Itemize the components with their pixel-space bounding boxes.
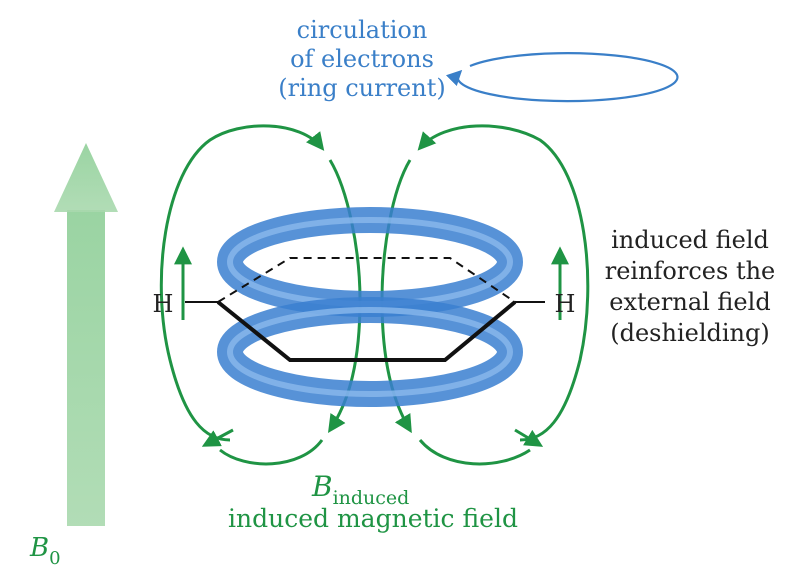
- ring-current-line1: circulation: [297, 16, 428, 44]
- field-line-outer-left: [159, 124, 325, 442]
- benzene-ring: [185, 257, 545, 362]
- field-line-outer-right: [417, 124, 590, 442]
- right-note-line1: induced field: [611, 226, 769, 254]
- hydrogen-right: H: [555, 290, 576, 318]
- right-note-line2: reinforces the: [605, 257, 776, 285]
- right-note-line3: external field: [609, 288, 770, 316]
- b0-label: B0: [29, 533, 61, 566]
- field-line-mid-right: [514, 428, 544, 447]
- ring-current-line3: (ring current): [278, 74, 445, 102]
- field-line-outer-left-bottom: [219, 439, 324, 466]
- ring-current-loop: [445, 52, 679, 103]
- ring-current-line2: of electrons: [290, 45, 434, 73]
- b-induced-label: Binduced: [311, 470, 409, 509]
- induced-magnetic-field-label: induced magnetic field: [228, 504, 518, 533]
- hydrogen-left: H: [153, 290, 174, 318]
- right-note-line4: (deshielding): [610, 319, 769, 347]
- field-line-outer-right-bottom: [418, 439, 531, 466]
- pi-electron-clouds: [217, 207, 523, 407]
- external-field-arrow: [54, 143, 118, 526]
- field-line-mid-left: [201, 428, 234, 447]
